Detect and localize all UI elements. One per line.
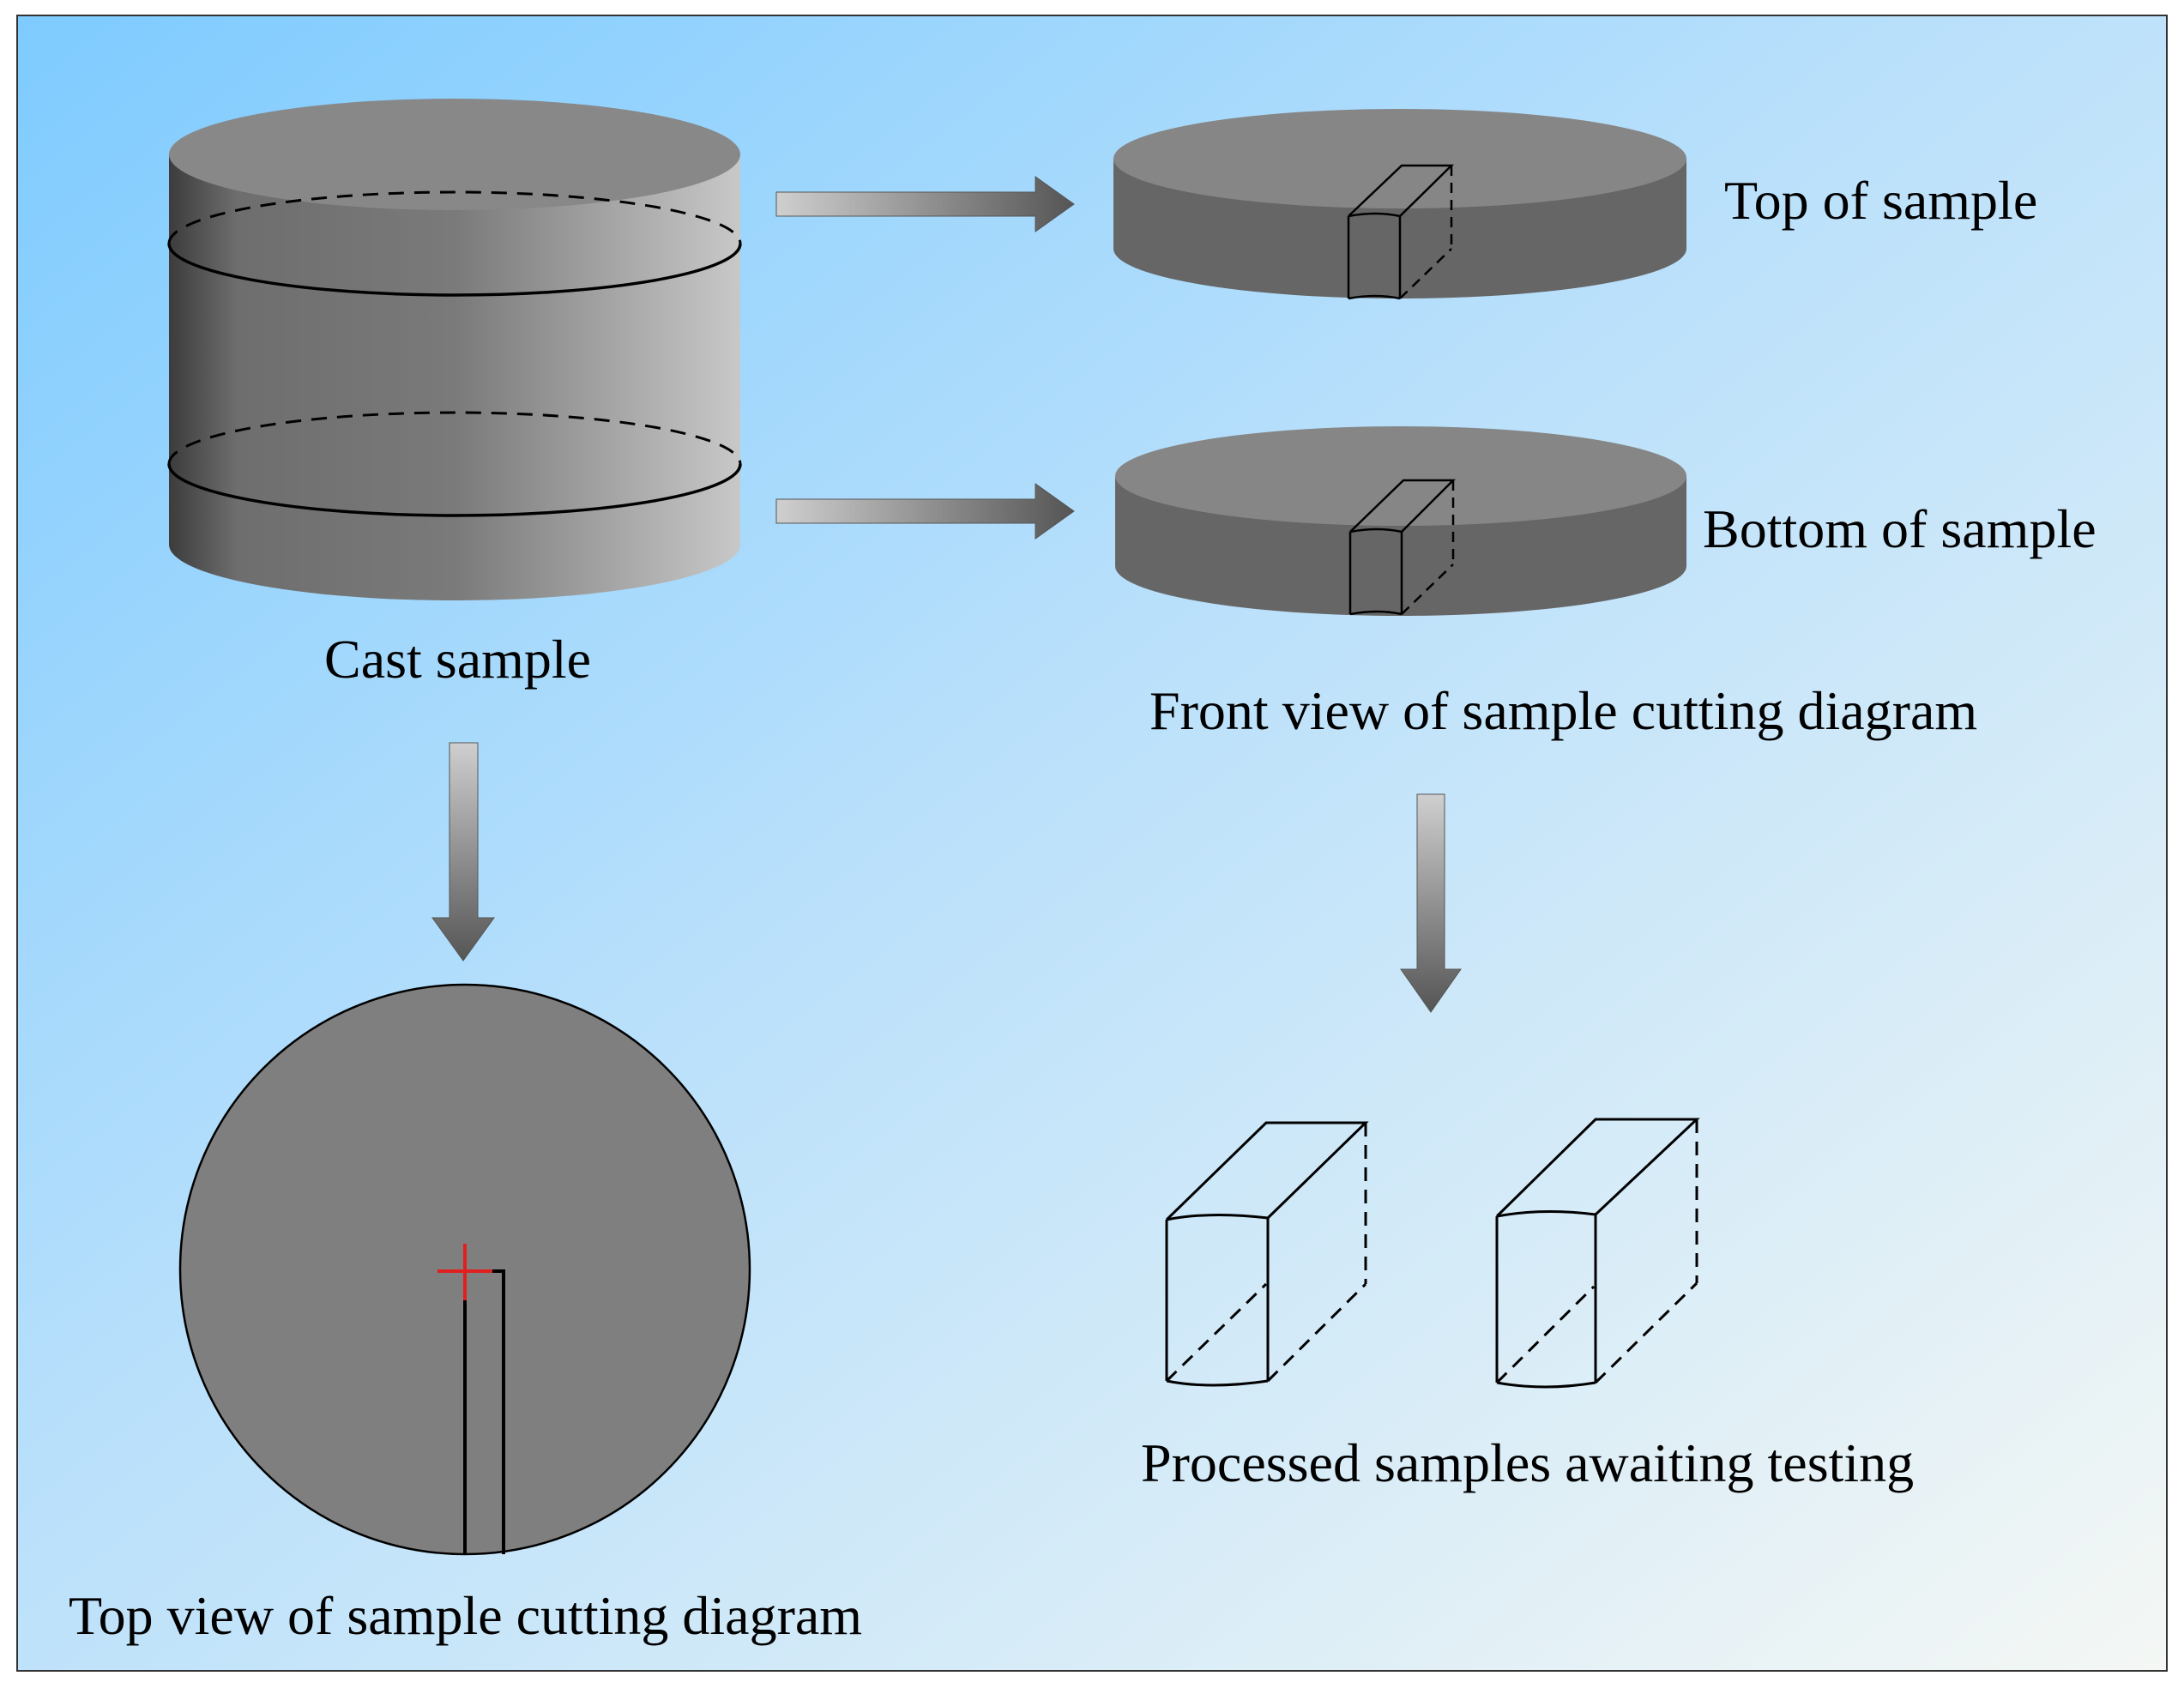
lower-cut-line-front <box>167 463 742 517</box>
arrow-to-bottom-disk <box>775 483 1075 540</box>
top-of-sample-label: Top of sample <box>1724 170 2037 231</box>
center-mark-icon <box>437 1244 492 1300</box>
arrow-to-top-disk <box>775 176 1075 232</box>
cylinder-side <box>169 154 740 600</box>
processed-sample-block-2 <box>1495 1118 1700 1389</box>
cylinder-top-face <box>169 99 740 210</box>
upper-cut-line-front <box>167 243 742 297</box>
lower-cut-line-back <box>167 411 742 465</box>
arrow-down-to-processed <box>1400 793 1462 1013</box>
top-disk-cut-block <box>1347 164 1455 300</box>
bottom-disk-face <box>1115 426 1686 526</box>
arrow-down-to-top-view <box>431 742 495 962</box>
top-view-label: Top view of sample cutting diagram <box>69 1585 862 1646</box>
cast-sample-label: Cast sample <box>324 629 591 690</box>
top-sample-disk <box>1113 109 1686 300</box>
bottom-disk-cut-block <box>1348 479 1457 616</box>
front-view-label: Front view of sample cutting diagram <box>1149 680 1977 741</box>
bottom-of-sample-label: Bottom of sample <box>1703 498 2097 559</box>
processed-sample-block-1 <box>1165 1121 1369 1387</box>
upper-cut-line-back <box>167 190 742 244</box>
processed-samples-label: Processed samples awaiting testing <box>1141 1432 1914 1493</box>
cast-sample-cylinder <box>167 99 742 600</box>
top-view-disk <box>178 983 751 1556</box>
bottom-sample-disk <box>1115 426 1686 616</box>
top-disk-face <box>1113 109 1686 208</box>
